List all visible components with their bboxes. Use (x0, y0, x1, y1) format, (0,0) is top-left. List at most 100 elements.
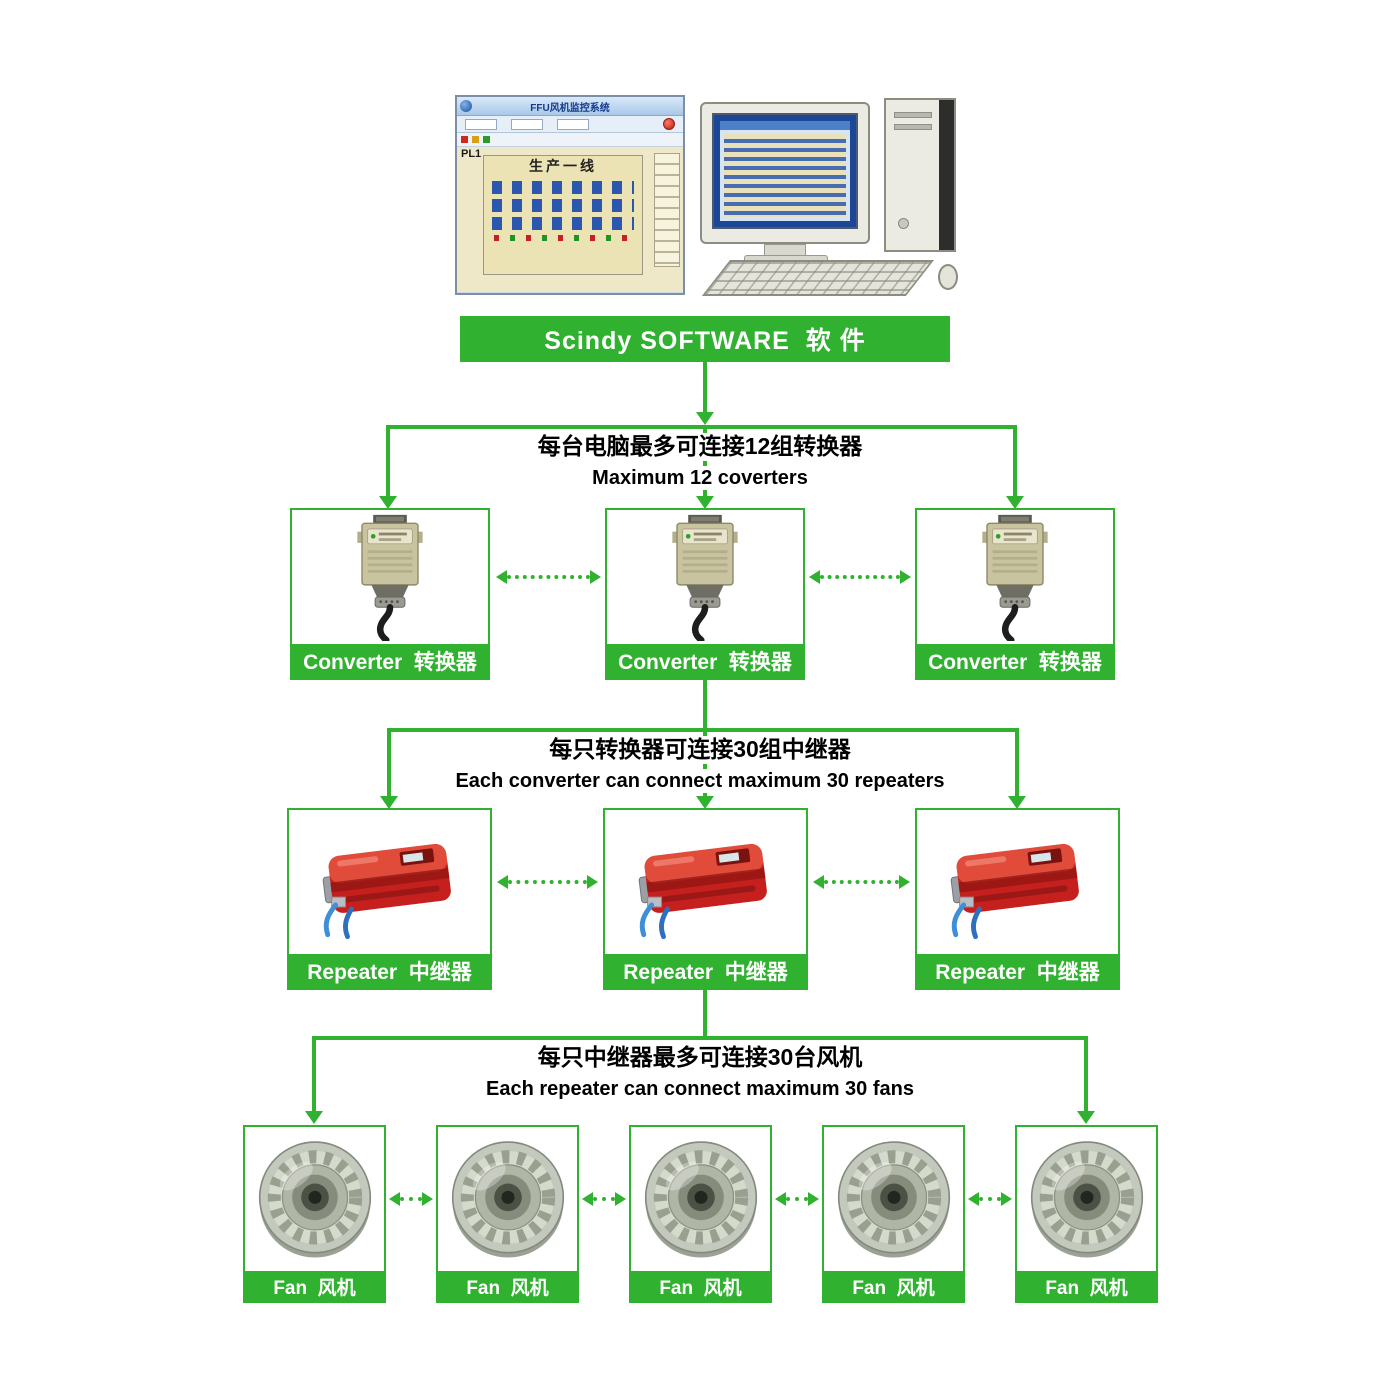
repeater-device (605, 810, 806, 954)
monitor-screen (712, 113, 858, 229)
computer-illustration (700, 98, 962, 300)
arrow-down-icon (380, 796, 398, 809)
dotted-link-arrow (389, 1191, 433, 1207)
screenshot-toolbar (457, 116, 683, 133)
connector-line (312, 1036, 1088, 1040)
connector-line (388, 425, 1017, 429)
fan-node: Fan 风机 (629, 1125, 772, 1303)
connector-line (1084, 1036, 1088, 1111)
fan-label: Fan 风机 (824, 1271, 963, 1301)
connector-line (1013, 425, 1017, 496)
connector-line (387, 728, 391, 796)
mini-window (720, 121, 850, 221)
mini-fan-grid (724, 134, 846, 217)
connector-line (703, 990, 707, 1036)
keyboard-icon (701, 260, 934, 296)
repeater-icon (306, 822, 474, 943)
indicator-dot-row (494, 235, 632, 241)
fan-device (245, 1127, 384, 1271)
connector-line (387, 728, 1019, 732)
fan-grid-row (492, 199, 634, 212)
area-code-label: PL1 (461, 148, 482, 160)
connector-line (1015, 728, 1019, 796)
dotted-link-arrow (809, 569, 911, 585)
fan-node: Fan 风机 (822, 1125, 965, 1303)
software-banner-label: Scindy SOFTWARE 软 件 (544, 327, 866, 355)
arrow-down-icon (379, 496, 397, 509)
tower-icon (884, 98, 956, 252)
repeater-label: Repeater 中继器 (605, 954, 806, 988)
converter-icon (334, 513, 446, 642)
converter-device (607, 510, 803, 644)
fan-device (824, 1127, 963, 1271)
repeater-icon (622, 822, 790, 943)
fan-node: Fan 风机 (243, 1125, 386, 1303)
repeater-icon (934, 822, 1102, 943)
screenshot-side-list (654, 153, 680, 267)
dotted-link-arrow (775, 1191, 819, 1207)
fan-icon (447, 1138, 569, 1260)
fan-node: Fan 风机 (436, 1125, 579, 1303)
connector-line (703, 732, 707, 796)
converters-heading-en: Maximum 12 coverters (0, 466, 1400, 490)
drive-slot (894, 112, 932, 118)
status-green-icon (483, 136, 490, 143)
arrow-down-icon (696, 496, 714, 509)
toolbar-field (557, 118, 589, 130)
repeater-device (917, 810, 1118, 954)
repeater-node: Repeater 中继器 (287, 808, 492, 990)
arrow-down-icon (305, 1111, 323, 1124)
toolbar-field (511, 118, 543, 130)
fan-icon (833, 1138, 955, 1260)
fan-label: Fan 风机 (245, 1271, 384, 1301)
fan-label: Fan 风机 (631, 1271, 770, 1301)
status-red-icon (461, 136, 468, 143)
converter-label: Converter 转换器 (607, 644, 803, 678)
tower-side-panel (939, 100, 954, 250)
repeater-device (289, 810, 490, 954)
fan-mimic-panel: 生产一线 (483, 155, 643, 275)
arrow-down-icon (1008, 796, 1026, 809)
fan-icon (254, 1138, 376, 1260)
repeater-node: Repeater 中继器 (915, 808, 1120, 990)
connector-line (312, 1036, 316, 1111)
connector-line (703, 362, 707, 412)
converter-label: Converter 转换器 (917, 644, 1113, 678)
dotted-link-arrow (582, 1191, 626, 1207)
dotted-link-arrow (497, 874, 598, 890)
fan-device (631, 1127, 770, 1271)
fan-device (438, 1127, 577, 1271)
drive-slot (894, 124, 932, 130)
dotted-link-arrow (968, 1191, 1012, 1207)
repeater-label: Repeater 中继器 (917, 954, 1118, 988)
converter-label: Converter 转换器 (292, 644, 488, 678)
fan-label: Fan 风机 (438, 1271, 577, 1301)
fan-node: Fan 风机 (1015, 1125, 1158, 1303)
status-yellow-icon (472, 136, 479, 143)
converter-icon (959, 513, 1071, 642)
fans-heading-cn: 每只中继器最多可连接30台风机 (0, 1044, 1400, 1072)
arrow-down-icon (1077, 1111, 1095, 1124)
toolbar-field (465, 118, 497, 130)
alarm-indicator-icon (663, 118, 675, 130)
arrow-down-icon (696, 796, 714, 809)
fan-icon (640, 1138, 762, 1260)
converters-heading-cn: 每台电脑最多可连接12组转换器 (0, 433, 1400, 461)
fan-grid-row (492, 181, 634, 194)
fan-grid-row (492, 217, 634, 230)
converter-node: Converter 转换器 (290, 508, 490, 680)
mouse-icon (938, 264, 958, 290)
repeater-node: Repeater 中继器 (603, 808, 808, 990)
converter-device (917, 510, 1113, 644)
connector-line (386, 425, 390, 496)
converter-node: Converter 转换器 (915, 508, 1115, 680)
fan-label: Fan 风机 (1017, 1271, 1156, 1301)
repeater-label: Repeater 中继器 (289, 954, 490, 988)
screenshot-statusbar (457, 133, 683, 147)
arrow-down-icon (1006, 496, 1024, 509)
fan-device (1017, 1127, 1156, 1271)
power-button-icon (898, 218, 909, 229)
production-line-title: 生产一线 (529, 158, 597, 174)
repeaters-heading-cn: 每只转换器可连接30组中继器 (0, 736, 1400, 764)
